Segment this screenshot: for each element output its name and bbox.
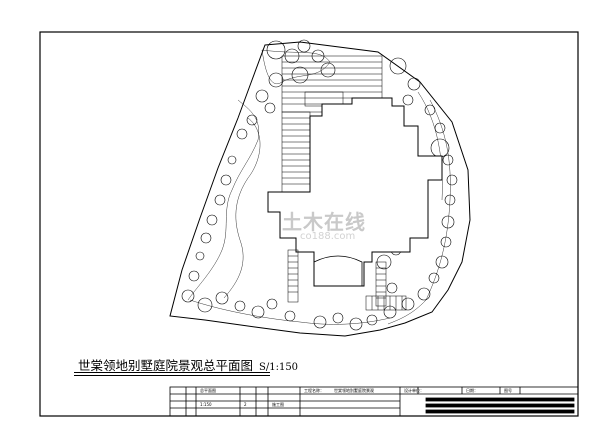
site-boundary xyxy=(169,41,471,337)
title-underline xyxy=(74,372,270,373)
title-block-cell-g: 图号 xyxy=(504,388,512,393)
title-block-cell-c: 2 xyxy=(244,402,247,407)
villa-footprint xyxy=(267,97,443,287)
watermark-text: 土木在线 xyxy=(282,210,366,234)
title-block-grid xyxy=(169,386,579,417)
drawing-scale: S/1:150 xyxy=(259,362,299,373)
drawing-title-text: 世棠领地别墅庭院景观总平面图 xyxy=(78,358,254,373)
planting-zones xyxy=(187,49,451,325)
title-block-cell-e: 工程名称： xyxy=(304,388,324,393)
title-block-cell-b: 1:150 xyxy=(200,402,212,407)
title-block-cell-h: 设计单位： xyxy=(404,388,424,393)
title-block-cell-i: 日期： xyxy=(466,388,478,393)
title-block-cell-a: 总平面图 xyxy=(200,388,216,393)
villa-entrance-arc xyxy=(313,255,363,286)
drawing-title: 世棠领地别墅庭院景观总平面图 S/1:150 xyxy=(78,355,298,374)
watermark-url: co188.com xyxy=(300,231,356,242)
title-block-cell-d: 施工图 xyxy=(272,402,284,407)
title-underline-thin xyxy=(74,375,270,376)
entrance-steps xyxy=(287,249,407,311)
title-block-cell-f: 世棠领地别墅庭院景观 xyxy=(334,388,374,393)
